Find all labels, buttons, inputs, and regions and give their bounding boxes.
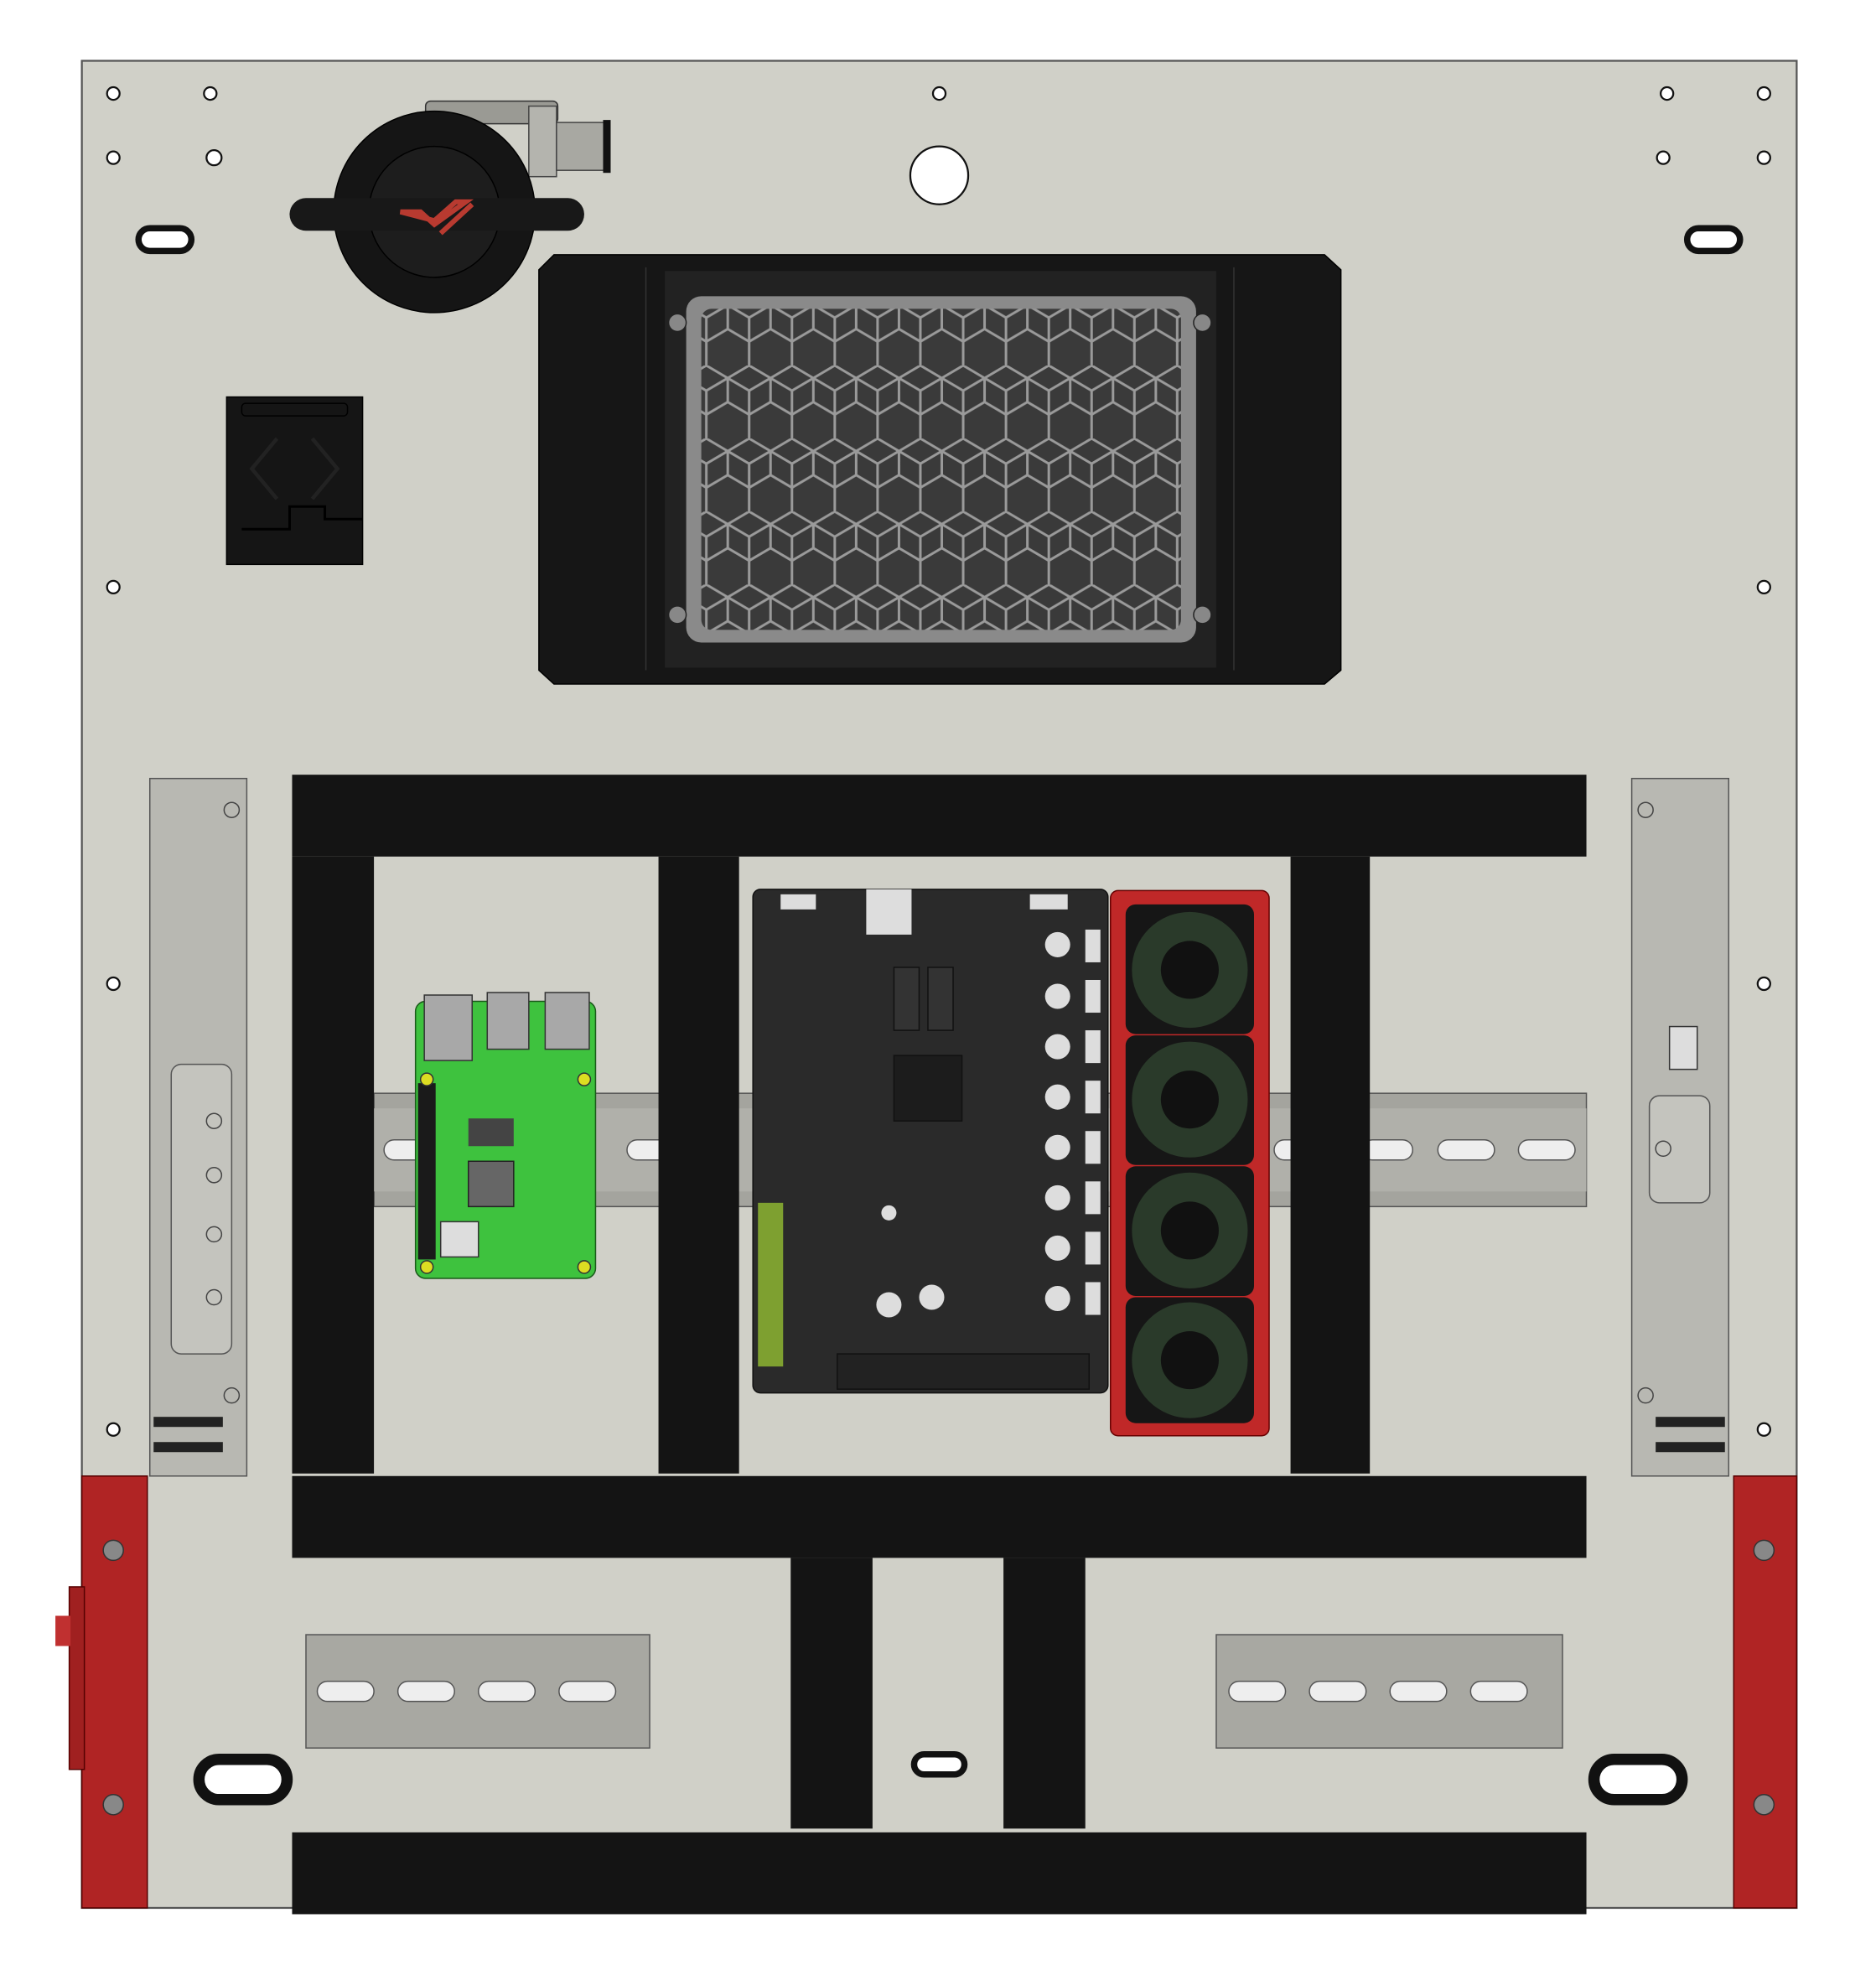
mounting-holes bbox=[106, 86, 1771, 1437]
din-rail-lower-left bbox=[305, 1634, 650, 1749]
radiator-icon bbox=[538, 254, 1342, 685]
fan-array bbox=[1110, 889, 1270, 1437]
left-handle bbox=[55, 1475, 148, 1909]
fan-icon bbox=[1125, 904, 1255, 1034]
fan-icon bbox=[1125, 1297, 1255, 1423]
fan-icon bbox=[1125, 1166, 1255, 1296]
controller-box bbox=[225, 396, 364, 566]
stepper-drivers bbox=[876, 929, 1101, 1318]
extrusion-frame bbox=[292, 775, 1587, 1915]
right-bracket bbox=[1630, 777, 1730, 1477]
raspberry-pi-icon bbox=[414, 992, 597, 1279]
water-pump-icon bbox=[289, 100, 611, 314]
right-handle bbox=[1733, 1475, 1798, 1909]
din-rail-lower-right bbox=[1215, 1634, 1563, 1749]
left-bracket bbox=[148, 777, 248, 1477]
slots bbox=[135, 225, 1744, 1806]
controller-board-icon bbox=[752, 889, 1109, 1394]
fan-icon bbox=[1125, 1035, 1255, 1165]
